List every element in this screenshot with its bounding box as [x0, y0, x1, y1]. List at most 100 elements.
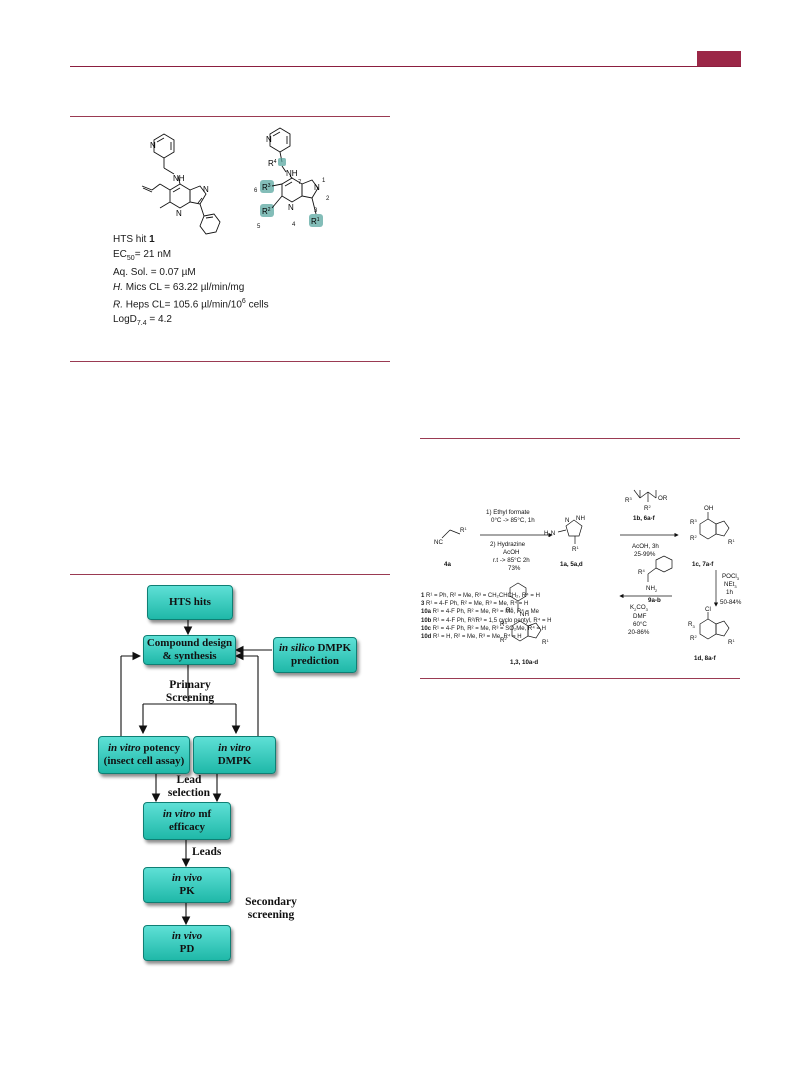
1a-n: N: [565, 517, 569, 524]
hts-hit-structure: [141, 133, 221, 235]
hit-properties: HTS hit 1 EC50= 21 nM Aq. Sol. = 0.07 µM…: [113, 233, 269, 331]
1b-or: OR: [658, 495, 668, 502]
r2-highlight: [260, 204, 274, 217]
header-tab: [697, 51, 741, 66]
scaffold-r2: R2: [262, 207, 271, 216]
step2-line1: AcOH, 3h: [632, 543, 659, 550]
final-r2: R2: [500, 636, 507, 644]
hts-hits-box: HTS hits: [147, 585, 233, 620]
step1-line6: 73%: [508, 565, 521, 572]
scaffold-r3: R3: [262, 183, 271, 192]
pos-2: 2: [326, 196, 330, 202]
in-vivo-pk-box: in vivo PK: [143, 867, 231, 903]
scaffold-structure: [269, 127, 319, 203]
hit-ring-n2: N: [176, 209, 182, 218]
hit-ec50: EC50= 21 nM: [113, 248, 172, 262]
hit-nh-label: NH: [173, 174, 185, 183]
step4-line1: K2CO3: [630, 604, 649, 612]
hit-logd: LogD7.4 = 4.2: [113, 313, 172, 327]
scaffold-r1: R1: [311, 217, 320, 226]
legend-row: 10b R¹ = 4-F Ph, R²/R³ = 1,5 cyclo penty…: [421, 617, 552, 624]
figure2-top-rule: [70, 574, 390, 575]
r4-highlight: [278, 158, 286, 166]
cmpd-1a: 1a, 5a,d: [560, 561, 583, 568]
step4-line3: 60°C: [633, 621, 647, 628]
hit-title: HTS hit 1: [113, 234, 155, 245]
figure1-structures: N NH N N N R4 NH R3 R2 R1 N N 1 2 3 4 5 …: [141, 127, 330, 235]
4a-nc: NC: [434, 539, 443, 546]
step1-line5: r.t -> 85°C 2h: [493, 557, 530, 564]
1d-cl: Cl: [705, 606, 711, 613]
step1-line1: 1) Ethyl formate: [486, 509, 530, 516]
step3-line4: 50-84%: [720, 599, 742, 606]
hit-hmics: H. Mics CL = 63.22 µl/min/mg: [113, 281, 245, 293]
scaffold-nh: NH: [286, 169, 298, 178]
legend-row: 10c R¹ = 4-F Ph, R² = Me, R³ = SO₂Me, R⁴…: [421, 625, 546, 632]
step3-line1: POCl3: [722, 573, 740, 581]
hit-ring-n1: N: [203, 185, 209, 194]
in-vitro-mf-box: in vitro mf efficacy: [143, 802, 231, 840]
cmpd-1d: 1d, 8a-f: [694, 655, 717, 662]
1c-r1: R1: [728, 538, 735, 546]
legend-row: 1 R¹ = Ph, R² = Me, R³ = CH₂CHCH₂, R⁴ = …: [421, 593, 540, 599]
pos-3: 3: [314, 208, 318, 214]
scaffold-ring-n2: N: [288, 203, 294, 212]
in-vitro-potency-box: in vitro potency (insect cell assay): [98, 736, 190, 774]
step3-line2: NEt3: [724, 581, 737, 589]
scheme-bottom-rule: [420, 678, 740, 679]
scaffold-r4: R4: [268, 159, 277, 168]
4a-r1: R1: [460, 526, 467, 534]
final-r1: R1: [542, 638, 549, 646]
1d-r3: R3: [688, 621, 695, 629]
1c-r3: R3: [690, 518, 697, 526]
cmpd-4a: 4a: [444, 561, 451, 568]
cmpd-final: 1,3, 10a-d: [510, 659, 538, 666]
in-vivo-pd-box: in vivo PD: [143, 925, 231, 961]
pos-6: 6: [254, 188, 258, 194]
step4-line4: 20-86%: [628, 629, 650, 636]
synthesis-scheme: NC R1 4a 1) Ethyl formate 0°C -> 85°C, 1…: [434, 489, 742, 666]
in-vitro-dmpk-box: in vitro DMPK: [193, 736, 276, 774]
scheme-top-rule: [420, 438, 740, 439]
lead-selection-label: Lead selection: [167, 774, 211, 799]
step2-line2: 25-99%: [634, 551, 656, 558]
step1-line2: 0°C -> 85°C, 1h: [491, 517, 535, 524]
r1-highlight: [309, 214, 323, 227]
1a-r1: R1: [572, 545, 579, 553]
cmpd-1c: 1c, 7a-f: [692, 561, 714, 568]
legend-row: 10d R¹ = H, R² = Me, R³ = Me, R⁴ = H: [421, 634, 522, 641]
r3-highlight: [260, 180, 274, 193]
reagent-9a: 9a-b: [648, 597, 661, 604]
compound-design-box: Compound design & synthesis: [143, 635, 236, 665]
secondary-screening-label: Secondary screening: [245, 896, 297, 921]
9a-r4: R4: [638, 568, 645, 576]
1c-oh: OH: [704, 505, 713, 512]
primary-screening-label: Primary Screening: [165, 679, 215, 704]
9a-nh2: NH2: [646, 585, 658, 593]
legend-row: 3 R¹ = 4-F Ph, R² = Me, R³ = Me, R⁴ = H: [421, 601, 529, 608]
compound-legend: 1 R¹ = Ph, R² = Me, R³ = CH₂CHCH₂, R⁴ = …: [421, 592, 551, 641]
1d-r1: R1: [728, 638, 735, 646]
legend-row: 10a R¹ = 4-F Ph, R² = Me, R³ = Me, R⁴ = …: [421, 609, 539, 616]
hit-solubility: Aq. Sol. = 0.07 µM: [113, 267, 196, 278]
pos-1: 1: [322, 178, 326, 184]
scaffold-pyridine-n: N: [266, 135, 272, 144]
step4-line2: DMF: [633, 613, 647, 620]
leads-label: Leads: [192, 846, 222, 858]
1a-nh: NH: [576, 515, 585, 522]
final-nh: NH: [520, 611, 529, 618]
step3-line3: 1h: [726, 589, 733, 596]
pos-4: 4: [292, 222, 296, 228]
scaffold-ring-n1: N: [314, 183, 320, 192]
pos-5: 5: [257, 224, 261, 230]
hit-pyridine-n: N: [150, 141, 156, 150]
figure1-top-rule: [70, 116, 390, 117]
1c-r2: R2: [690, 534, 697, 542]
in-silico-box: in silico DMPK prediction: [273, 637, 357, 673]
step1-line4: AcOH: [503, 549, 520, 556]
header-rule: [70, 66, 741, 67]
step1-line3: 2) Hydrazine: [490, 541, 526, 548]
1b-r2: R2: [644, 504, 651, 512]
final-r3: R3: [500, 620, 507, 628]
